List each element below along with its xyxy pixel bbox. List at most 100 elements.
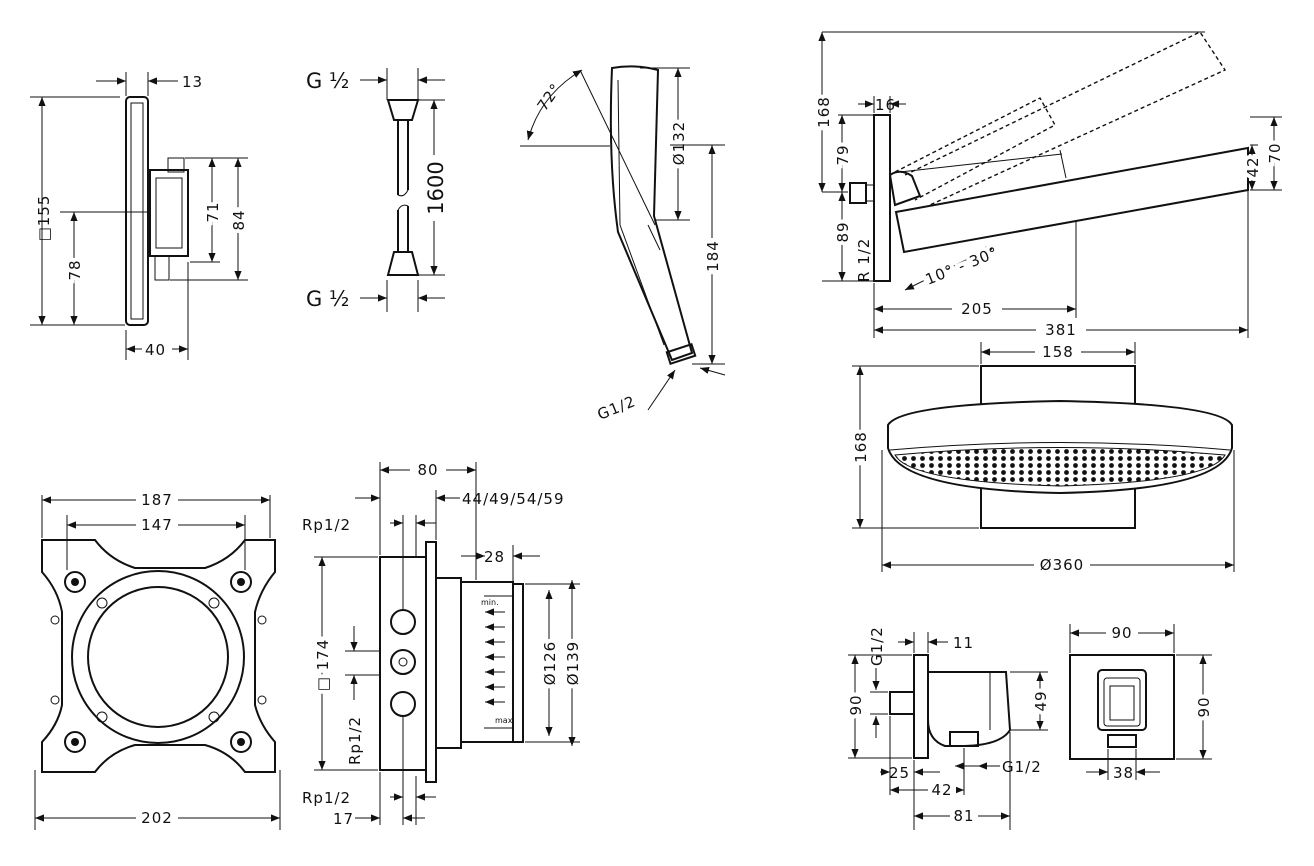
dim-1600: 1600 xyxy=(424,161,448,214)
body-flange xyxy=(425,541,437,783)
svg-text:42: 42 xyxy=(1244,156,1262,177)
hose-bottom-nut xyxy=(386,251,420,276)
dim-89: 89 xyxy=(834,221,852,242)
svg-text:70: 70 xyxy=(1266,142,1284,163)
dim-17: 17 xyxy=(333,810,354,828)
svg-text:78: 78 xyxy=(66,259,84,280)
body-port-mid xyxy=(390,649,416,675)
shower-arm-view: 168 168 79 79 89 89 R 1/2 16 70 70 42 42… xyxy=(811,31,1288,339)
dim-155: □155 xyxy=(35,195,53,242)
svg-text:Ø126: Ø126 xyxy=(541,641,559,685)
dim-28: 28 xyxy=(484,548,505,566)
dim-g12-outlet-top: G1/2 xyxy=(868,626,886,666)
plate-inner-ring xyxy=(87,586,229,728)
dim-d126: Ø126 xyxy=(541,641,559,685)
svg-text:89: 89 xyxy=(834,221,852,242)
wall-outlet-side-view: 11 G1/2 90 90 49 49 25 G1/2 42 81 xyxy=(843,626,1054,830)
dim-381: 381 xyxy=(1045,321,1077,339)
angle-72: 72° xyxy=(534,80,566,115)
outlet-thread xyxy=(889,691,915,715)
hand-shower-body xyxy=(609,65,694,362)
hose-top-thread: G ½ xyxy=(306,69,349,93)
body-sleeve xyxy=(435,577,462,749)
arm-joint xyxy=(888,170,922,207)
dim-44-59: 44/49/54/59 xyxy=(462,490,565,508)
svg-text:Ø132: Ø132 xyxy=(670,121,688,165)
dim-70: 70 xyxy=(1266,142,1284,163)
dim-49: 49 xyxy=(1032,690,1050,711)
dim-90-side: 90 xyxy=(847,694,865,715)
body-port-bottom xyxy=(390,691,416,717)
dim-rp12-side: Rp1/2 xyxy=(346,716,364,765)
dim-174: □ 174 xyxy=(314,639,332,692)
dim-rp12-top: Rp1/2 xyxy=(302,516,351,534)
svg-text:□ 174: □ 174 xyxy=(314,639,332,692)
concealed-body-view: min. max. 80 44/49/54/59 Rp1/2 xyxy=(302,461,586,828)
dim-42-outlet: 42 xyxy=(931,781,952,799)
outlet-front-plate xyxy=(1069,654,1175,760)
dim-d360: Ø360 xyxy=(1040,556,1084,574)
svg-text:168: 168 xyxy=(815,96,833,128)
svg-text:168: 168 xyxy=(852,431,870,463)
outlet-body xyxy=(927,671,1012,747)
dim-g12-outlet: G1/2 xyxy=(1002,758,1042,776)
hose-top-nut xyxy=(386,99,420,121)
dim-rp12-bottom: Rp1/2 xyxy=(302,789,351,807)
dim-78: 78 xyxy=(66,259,84,280)
dim-13: 13 xyxy=(182,73,203,91)
dim-79: 79 xyxy=(834,144,852,165)
dim-158: 158 xyxy=(1042,343,1074,361)
arm-swivel-ghost-1 xyxy=(894,97,1056,201)
dim-168-arm: 168 xyxy=(815,96,833,128)
dim-184: 184 xyxy=(704,240,722,272)
arm-swivel-ghost-2 xyxy=(904,31,1227,206)
dim-11: 11 xyxy=(953,634,974,652)
svg-text:90: 90 xyxy=(1195,696,1213,717)
thermostat-module-view: 13 □155 78 78 71 71 84 84 40 xyxy=(30,72,252,360)
overhead-shower-view: 158 168 168 Ø360 xyxy=(848,342,1235,574)
outlet-connector xyxy=(949,731,979,747)
dim-147: 147 xyxy=(141,516,173,534)
arm-thread xyxy=(849,182,867,204)
module-knob xyxy=(167,157,185,173)
dim-d132: Ø132 xyxy=(670,121,688,165)
dim-80: 80 xyxy=(417,461,438,479)
arm-wall-plate xyxy=(873,114,891,282)
body-port-top xyxy=(390,609,416,635)
dim-25: 25 xyxy=(889,764,910,782)
arm-tube xyxy=(894,146,1249,254)
outlet-front-holder xyxy=(1097,669,1147,731)
dim-205: 205 xyxy=(961,300,993,318)
dim-16: 16 xyxy=(875,96,896,114)
dim-187: 187 xyxy=(141,491,173,509)
hose-bottom-thread: G ½ xyxy=(306,287,349,311)
plate-outline xyxy=(41,539,276,773)
dim-202: 202 xyxy=(141,809,173,827)
svg-text:71: 71 xyxy=(204,201,222,222)
cover-plate-inner xyxy=(130,102,144,320)
outlet-plate xyxy=(913,654,929,759)
outlet-front-connector xyxy=(1107,734,1137,748)
dim-71: 71 xyxy=(204,201,222,222)
hand-shower-connector xyxy=(665,343,697,365)
dim-40: 40 xyxy=(145,341,166,359)
dim-90-front-h: 90 xyxy=(1195,696,1213,717)
svg-text:90: 90 xyxy=(847,694,865,715)
svg-text:184: 184 xyxy=(704,240,722,272)
label-max: max. xyxy=(495,716,515,725)
depth-marks xyxy=(485,608,505,706)
dim-81: 81 xyxy=(953,807,974,825)
module-core xyxy=(155,177,183,249)
mounting-plate-view: 187 147 202 xyxy=(34,491,281,830)
hand-shower-view: 72° Ø132 Ø132 184 184 G1/2 xyxy=(520,65,726,424)
dim-38: 38 xyxy=(1113,764,1134,782)
svg-text:84: 84 xyxy=(230,209,248,230)
label-min: min. xyxy=(481,598,499,607)
dim-84: 84 xyxy=(230,209,248,230)
dim-g12-hand: G1/2 xyxy=(595,392,639,424)
dim-d139: Ø139 xyxy=(564,641,582,685)
svg-text:79: 79 xyxy=(834,144,852,165)
dim-r12: R 1/2 xyxy=(855,238,873,282)
